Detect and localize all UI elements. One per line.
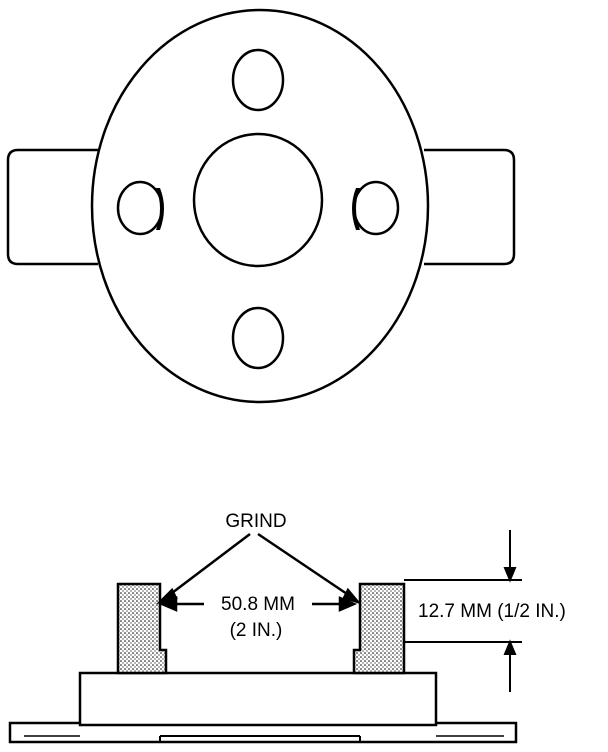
bolt-hole-bottom <box>231 306 285 370</box>
left-grind-pad <box>116 582 168 675</box>
right-ear <box>424 148 516 266</box>
height-label: 12.7 MM (1/2 IN.) <box>418 601 566 622</box>
width-dimension <box>158 596 358 612</box>
main-block <box>78 671 438 727</box>
grind-leaders <box>155 532 362 605</box>
height-dimension <box>404 530 522 692</box>
width-imperial-label: (2 IN.) <box>230 620 283 641</box>
right-grind-pad <box>352 582 406 675</box>
bolt-hole-top <box>231 48 285 112</box>
width-metric-label: 50.8 MM <box>221 594 295 615</box>
center-bore <box>192 132 324 268</box>
left-ear <box>6 148 98 266</box>
flange-disc <box>90 8 430 404</box>
bolt-hole-left-shade <box>156 188 164 230</box>
top-view <box>6 8 516 404</box>
bolt-hole-right-shade <box>352 188 360 230</box>
grind-label: GRIND <box>225 511 286 532</box>
side-view <box>8 582 518 744</box>
